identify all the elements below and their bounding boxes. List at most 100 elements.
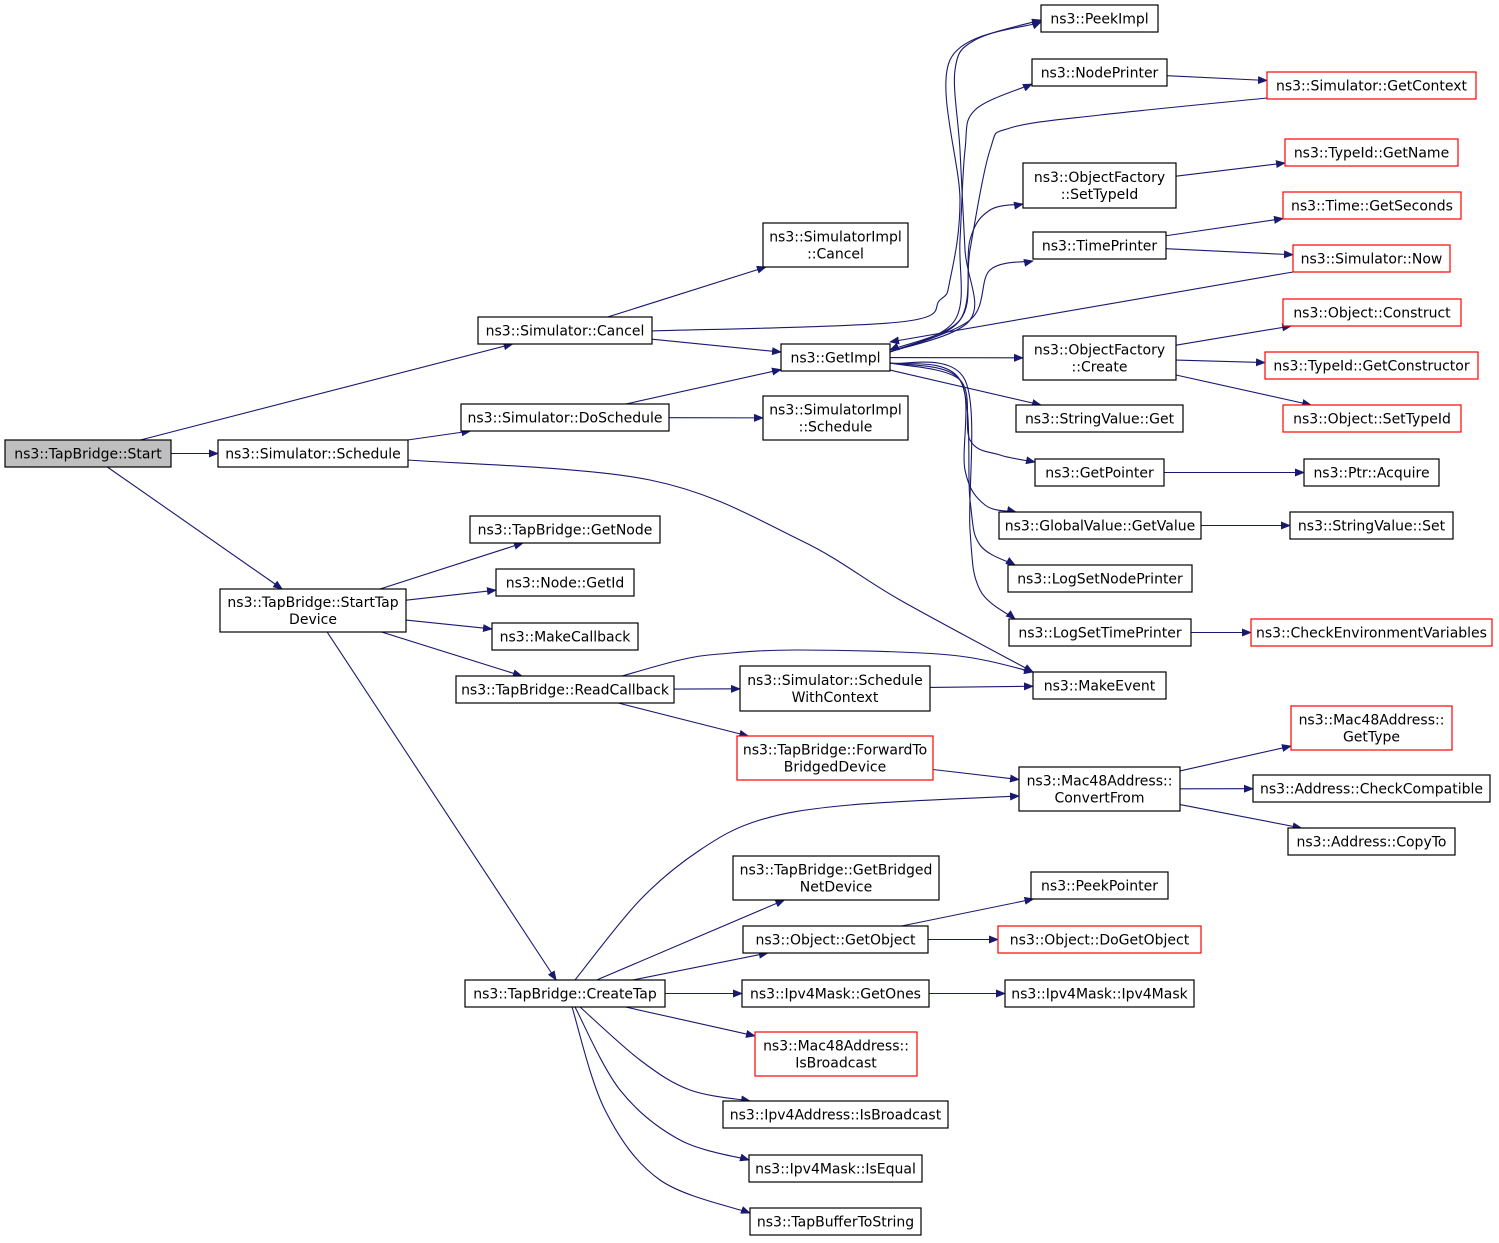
node-label: Device (289, 612, 337, 628)
node-label: ns3::TypeId::GetConstructor (1273, 359, 1469, 375)
edge-start-to-cancel (140, 342, 514, 441)
node-cancel[interactable]: ns3::Simulator::Cancel (477, 316, 653, 345)
node-mac48gettype[interactable]: ns3::Mac48Address::GetType (1290, 705, 1453, 751)
node-label: ns3::TapBridge::StartTap (227, 595, 398, 611)
node-getpointer[interactable]: ns3::GetPointer (1034, 458, 1165, 487)
node-box (1289, 511, 1454, 540)
node-typeidgetname[interactable]: ns3::TypeId::GetName (1284, 138, 1459, 167)
node-tapbuffertostring[interactable]: ns3::TapBufferToString (749, 1207, 922, 1236)
node-dogetobject[interactable]: ns3::Object::DoGetObject (997, 925, 1202, 954)
node-ofsettypeid[interactable]: ns3::ObjectFactory::SetTypeId (1022, 162, 1177, 209)
node-label: ns3::Mac48Address:: (763, 1039, 909, 1055)
node-box (464, 979, 666, 1008)
node-label: ns3::Object::GetObject (755, 933, 916, 949)
node-nodeprinter[interactable]: ns3::NodePrinter (1031, 58, 1168, 87)
node-objconstruct[interactable]: ns3::Object::Construct (1282, 298, 1462, 327)
node-getobject[interactable]: ns3::Object::GetObject (742, 925, 929, 954)
node-box (1282, 298, 1462, 327)
node-peekpointer[interactable]: ns3::PeekPointer (1030, 871, 1169, 900)
edge-schedwithctx-to-makeevent (929, 682, 1034, 691)
node-box (1008, 618, 1192, 647)
node-simimplcancel[interactable]: ns3::SimulatorImpl::Cancel (762, 222, 909, 268)
node-createtap[interactable]: ns3::TapBridge::CreateTap (464, 979, 666, 1008)
node-simimplschedule[interactable]: ns3::SimulatorImpl::Schedule (762, 395, 909, 441)
node-getconstructor[interactable]: ns3::TypeId::GetConstructor (1264, 351, 1479, 380)
node-schedule[interactable]: ns3::Simulator::Schedule (217, 439, 409, 468)
node-label: ns3::StringValue::Get (1025, 412, 1175, 428)
node-stringvalueget[interactable]: ns3::StringValue::Get (1015, 404, 1184, 433)
node-label: ns3::TypeId::GetName (1294, 146, 1449, 162)
node-box (739, 665, 931, 712)
node-getnode[interactable]: ns3::TapBridge::GetNode (469, 515, 661, 544)
node-nodegetid[interactable]: ns3::Node::GetId (495, 568, 635, 597)
node-objsettypeid[interactable]: ns3::Object::SetTypeId (1282, 404, 1462, 433)
node-box (1282, 191, 1462, 220)
node-ptracquire[interactable]: ns3::Ptr::Acquire (1303, 458, 1440, 487)
node-box (1018, 766, 1181, 812)
node-checkenv[interactable]: ns3::CheckEnvironmentVariables (1250, 618, 1493, 647)
node-getones[interactable]: ns3::Ipv4Mask::GetOnes (741, 979, 930, 1008)
node-label: ns3::NodePrinter (1041, 66, 1159, 82)
node-label: ns3::Address::CopyTo (1297, 835, 1447, 851)
node-box (998, 511, 1202, 540)
edge-readcallback-to-makeevent (621, 649, 1034, 677)
node-box (1292, 244, 1451, 273)
node-copyto[interactable]: ns3::Address::CopyTo (1287, 827, 1456, 856)
node-start[interactable]: ns3::TapBridge::Start (4, 439, 172, 468)
node-getimpl[interactable]: ns3::GetImpl (780, 343, 891, 372)
edge-starttap-to-createtap (326, 631, 557, 981)
node-logsettimeprinter[interactable]: ns3::LogSetTimePrinter (1008, 618, 1192, 647)
edge-starttap-to-getnode (379, 541, 524, 590)
node-makecallback[interactable]: ns3::MakeCallback (491, 622, 639, 651)
edge-getimpl-to-timeprinter (889, 258, 1034, 353)
node-label: ::Cancel (807, 247, 864, 263)
node-readcallback[interactable]: ns3::TapBridge::ReadCallback (455, 675, 675, 704)
node-box (1015, 404, 1184, 433)
edge-simnow-to-getimpl (889, 271, 1294, 345)
node-box (736, 735, 934, 781)
edge-schedule-to-doschedule (407, 428, 472, 441)
edge-starttap-to-readcallback (381, 631, 523, 678)
node-checkcompat[interactable]: ns3::Address::CheckCompatible (1252, 774, 1491, 803)
node-simnow[interactable]: ns3::Simulator::Now (1292, 244, 1451, 273)
node-ofcreate[interactable]: ns3::ObjectFactory::Create (1022, 335, 1177, 381)
node-ipv4mask[interactable]: ns3::Ipv4Mask::Ipv4Mask (1004, 979, 1195, 1008)
node-label: ns3::ObjectFactory (1034, 343, 1165, 359)
node-logsetnodeprinter[interactable]: ns3::LogSetNodePrinter (1007, 564, 1193, 593)
node-box (732, 855, 940, 901)
node-stringvalueset[interactable]: ns3::StringValue::Set (1289, 511, 1454, 540)
edge-getimpl-to-peekimpl (889, 18, 1042, 353)
node-label: ns3::Ipv4Mask::Ipv4Mask (1011, 987, 1188, 1003)
node-label: ns3::Object::Construct (1293, 306, 1451, 322)
node-isequal[interactable]: ns3::Ipv4Mask::IsEqual (748, 1154, 923, 1183)
node-convertfrom[interactable]: ns3::Mac48Address::ConvertFrom (1018, 766, 1181, 812)
node-box (780, 343, 891, 372)
edge-ofcreate-to-getconstructor (1175, 358, 1266, 367)
node-box (1022, 335, 1177, 381)
node-doschedule[interactable]: ns3::Simulator::DoSchedule (460, 403, 670, 432)
edge-timeprinter-to-getseconds (1165, 215, 1284, 237)
node-makeevent[interactable]: ns3::MakeEvent (1032, 671, 1167, 700)
edge-getcontext-to-getimpl (889, 97, 1268, 351)
node-getcontext[interactable]: ns3::Simulator::GetContext (1266, 71, 1477, 100)
node-gvgetvalue[interactable]: ns3::GlobalValue::GetValue (998, 511, 1202, 540)
node-box (1264, 351, 1479, 380)
node-label: ns3::Ptr::Acquire (1313, 466, 1429, 482)
node-timeprinter[interactable]: ns3::TimePrinter (1032, 231, 1167, 260)
node-mac48isbroadcast[interactable]: ns3::Mac48Address::IsBroadcast (754, 1031, 918, 1077)
node-getseconds[interactable]: ns3::Time::GetSeconds (1282, 191, 1462, 220)
edge-cancel-to-simimplcancel (607, 265, 767, 318)
node-label: ns3::Node::GetId (506, 576, 624, 592)
edge-forwardto-to-convertfrom (932, 768, 1020, 783)
node-box (1290, 705, 1453, 751)
node-label: ns3::TapBridge::CreateTap (473, 987, 657, 1003)
node-label: ns3::TapBridge::GetNode (478, 523, 653, 539)
node-label: ns3::Simulator::Schedule (225, 447, 401, 463)
node-ipv4isbroadcast[interactable]: ns3::Ipv4Address::IsBroadcast (722, 1100, 949, 1129)
node-peekimpl[interactable]: ns3::PeekImpl (1040, 4, 1159, 33)
